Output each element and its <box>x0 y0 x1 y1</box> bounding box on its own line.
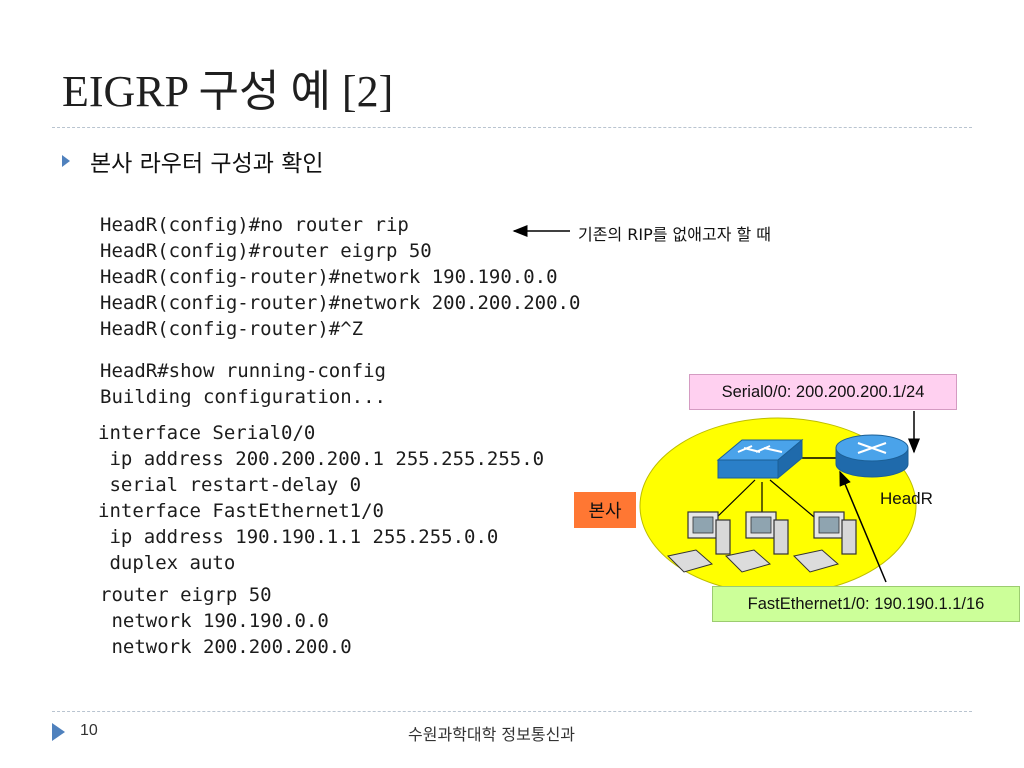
code-block-show: HeadR#show running-config Building confi… <box>100 358 386 410</box>
page-number: 10 <box>80 722 98 739</box>
code-line: HeadR(config-router)#network 200.200.200… <box>100 292 581 314</box>
code-line: Building configuration... <box>100 386 386 408</box>
code-block-interfaces: interface Serial0/0 ip address 200.200.2… <box>98 420 544 576</box>
code-line: interface FastEthernet1/0 <box>98 500 384 522</box>
bullet-arrow-icon <box>62 155 70 167</box>
code-line: ip address 190.190.1.1 255.255.0.0 <box>98 526 499 548</box>
code-line: HeadR(config)#no router rip <box>100 214 409 236</box>
fe-arrow <box>839 470 887 583</box>
code-block-config: HeadR(config)#no router rip HeadR(config… <box>100 212 580 342</box>
footer-text: 수원과학대학 정보통신과 <box>408 725 576 744</box>
code-line: duplex auto <box>98 552 236 574</box>
router-icon <box>835 434 909 478</box>
code-line: ip address 200.200.200.1 255.255.255.0 <box>98 448 545 470</box>
code-line: HeadR(config-router)#^Z <box>100 318 364 340</box>
router-name-label: HeadR <box>880 489 933 508</box>
code-line: HeadR(config)#router eigrp 50 <box>100 240 432 262</box>
pc-icon <box>792 511 857 573</box>
code-line: HeadR#show running-config <box>100 360 386 382</box>
title-divider <box>52 127 972 128</box>
switch-pc-link <box>769 479 821 523</box>
code-line: network 190.190.0.0 <box>100 610 329 632</box>
slide-title: EIGRP 구성 예 [2] <box>62 67 394 116</box>
code-line: network 200.200.200.0 <box>100 636 352 658</box>
pc-icon <box>724 511 789 573</box>
pc-icon <box>666 511 731 573</box>
bullet-item: 본사 라우터 구성과 확인 <box>62 144 324 178</box>
code-line: HeadR(config-router)#network 190.190.0.0 <box>100 266 558 288</box>
code-line: router eigrp 50 <box>100 584 272 606</box>
footer-divider <box>52 711 972 712</box>
rip-note: 기존의 RIP를 없애고자 할 때 <box>578 225 772 244</box>
code-line: serial restart-delay 0 <box>98 474 362 496</box>
headquarters-label: 본사 <box>574 492 636 528</box>
fastethernet-interface-label: FastEthernet1/0: 190.190.1.1/16 <box>712 586 1020 622</box>
bullet-text: 본사 라우터 구성과 확인 <box>90 151 324 177</box>
code-block-eigrp: router eigrp 50 network 190.190.0.0 netw… <box>100 582 352 660</box>
switch-pc-link <box>711 479 756 523</box>
serial-interface-label: Serial0/0: 200.200.200.1/24 <box>689 374 957 410</box>
code-line: interface Serial0/0 <box>98 422 316 444</box>
switch-icon <box>716 438 804 480</box>
footer-arrow-icon <box>52 723 65 741</box>
